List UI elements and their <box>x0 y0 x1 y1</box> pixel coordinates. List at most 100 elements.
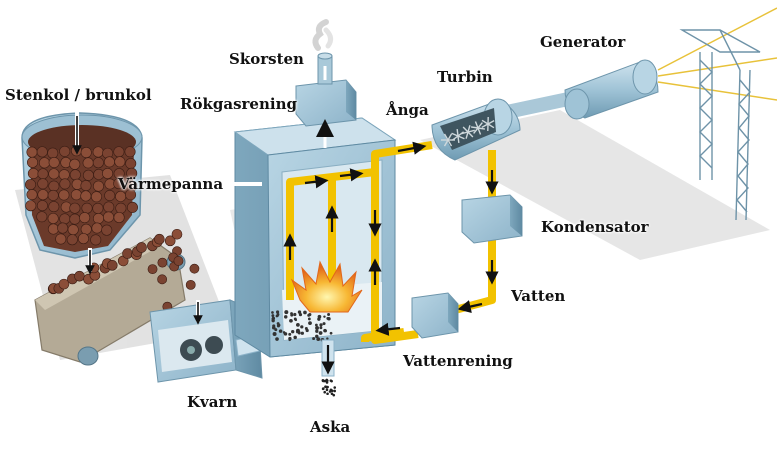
ash-particle <box>326 389 329 392</box>
ash-particle <box>305 327 308 330</box>
coal-piece <box>48 190 58 200</box>
coal-piece <box>48 148 58 158</box>
power-lines <box>658 8 777 100</box>
ash-particle <box>283 331 286 334</box>
ash-particle <box>330 332 333 335</box>
generator <box>565 60 658 119</box>
coal-piece <box>123 249 133 259</box>
coal-piece <box>114 147 124 157</box>
ash-particle <box>296 330 300 334</box>
coal-piece <box>70 159 80 169</box>
coal-piece <box>38 189 48 199</box>
coal-piece <box>158 275 167 284</box>
ash-particle <box>326 386 329 389</box>
ash-particle <box>324 385 327 388</box>
ash-particle <box>299 313 302 316</box>
coal-piece <box>125 147 135 157</box>
coal-piece <box>137 242 147 252</box>
ash-particle <box>290 314 293 317</box>
ash-particle <box>333 386 336 389</box>
ash-particle <box>325 379 328 382</box>
coal-piece <box>92 223 102 233</box>
coal-piece <box>148 265 157 274</box>
ash-particle <box>315 324 318 327</box>
ash-particle <box>331 392 334 395</box>
ash-particle <box>315 326 319 330</box>
coal-piece <box>190 264 199 273</box>
coal-piece <box>91 235 101 245</box>
water-cleaning <box>412 293 458 338</box>
coal-piece <box>104 202 114 212</box>
coal-piece <box>83 158 93 168</box>
coal-piece <box>67 235 77 245</box>
coal-piece <box>70 170 80 180</box>
label-vatten: Vatten <box>511 289 565 304</box>
coal-piece <box>49 181 59 191</box>
coal-piece <box>48 213 58 223</box>
label-kvarn: Kvarn <box>187 395 237 410</box>
ash-particle <box>271 311 274 314</box>
ash-particle <box>308 321 312 325</box>
coal-piece <box>60 179 70 189</box>
label-turbin: Turbin <box>437 70 493 85</box>
ash-particle <box>275 337 279 341</box>
coal-piece <box>74 271 84 281</box>
ash-particle <box>327 313 330 316</box>
ash-particle <box>319 326 322 329</box>
coal-piece <box>116 203 126 213</box>
coal-piece <box>93 213 103 223</box>
ash-particle <box>326 392 329 395</box>
coal-piece <box>37 147 47 157</box>
ash-particle <box>288 339 290 341</box>
coal-piece <box>48 224 58 234</box>
ash-particle <box>303 311 307 315</box>
label-generator: Generator <box>540 35 625 50</box>
coal-piece <box>38 179 48 189</box>
coal-piece <box>26 201 36 211</box>
coal-piece <box>49 201 59 211</box>
ash-particle <box>322 388 325 391</box>
ash-particle <box>322 379 325 382</box>
ash-particle <box>318 315 322 319</box>
ash-particle <box>319 323 322 326</box>
coal-piece <box>78 233 88 243</box>
label-aska: Aska <box>310 420 350 435</box>
coal-piece <box>82 203 92 213</box>
ash-particle <box>271 314 274 317</box>
coal-piece <box>107 260 117 270</box>
ash-particle <box>330 379 333 382</box>
coal-piece <box>154 234 164 244</box>
ash-particle <box>272 317 275 320</box>
coal-piece <box>68 225 78 235</box>
coal-piece <box>27 157 37 167</box>
coal-piece <box>126 158 136 168</box>
ash-outlet <box>322 340 336 396</box>
coal-piece <box>104 157 114 167</box>
ash-particle <box>323 315 325 317</box>
coal-piece <box>93 203 103 213</box>
coal-piece <box>61 157 71 167</box>
ash-particle <box>333 390 336 393</box>
coal-piece <box>158 258 167 267</box>
ash-particle <box>300 325 303 328</box>
label-skorsten: Skorsten <box>229 52 304 67</box>
coal-piece <box>186 280 195 289</box>
label-rokgasrening: Rökgasrening <box>180 97 297 112</box>
label-varmepanna: Värmepanna <box>118 177 223 192</box>
ash-particle <box>323 329 327 333</box>
ash-particle <box>289 319 293 323</box>
coal-piece <box>114 212 124 222</box>
coal-piece <box>81 180 91 190</box>
ash-particle <box>323 391 326 394</box>
ash-particle <box>291 330 294 333</box>
coal-piece <box>105 190 115 200</box>
coal-piece <box>70 203 80 213</box>
ash-particle <box>279 329 283 333</box>
turbine-blade <box>458 136 459 143</box>
coal-piece <box>71 190 81 200</box>
ash-particle <box>323 322 326 325</box>
coal-piece <box>127 202 137 212</box>
coal-piece <box>49 157 59 167</box>
